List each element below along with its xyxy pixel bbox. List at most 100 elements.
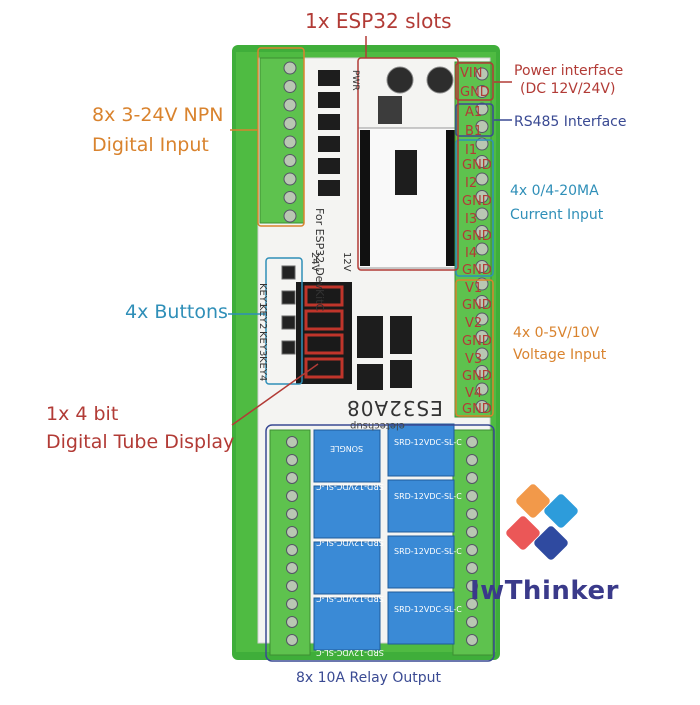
relay <box>313 485 381 539</box>
ic-chip <box>390 316 412 354</box>
terminal-screw <box>283 135 297 149</box>
relay-label-8: SRD-12VDC-SL-C <box>394 605 462 614</box>
terminal-screw <box>475 120 489 133</box>
terminal-screw <box>466 616 478 628</box>
leader-line <box>231 363 319 426</box>
terminal-screw <box>286 454 298 466</box>
terminal-screw <box>475 137 489 151</box>
optocoupler-chip <box>318 92 340 108</box>
brand-logo-petal <box>534 526 568 560</box>
digital-input-highlight <box>257 47 305 227</box>
key4-label: KEY4 <box>257 356 268 382</box>
terminal-current-6: GND <box>462 229 492 244</box>
terminal-current-5: I3 <box>465 212 478 227</box>
current-input-annotation-line1: 4x 0/4-20MA <box>510 183 599 199</box>
terminal-screw <box>475 225 489 238</box>
board-model-label: ES32A08 <box>346 396 443 420</box>
terminal-screw <box>475 400 489 413</box>
relay <box>387 591 455 645</box>
terminal-voltage-7: V4 <box>465 386 483 401</box>
terminal-screw <box>475 382 489 396</box>
current-input-highlight <box>455 139 494 277</box>
terminal-screw <box>475 365 489 378</box>
brand-logo-petal <box>506 516 540 550</box>
terminal-screw <box>475 242 489 256</box>
relay-label-7: SRD-12VDC-SL-C <box>394 547 462 556</box>
display-annotation-line2: Digital Tube Display <box>46 431 235 453</box>
ic-chip <box>357 364 383 390</box>
terminal-current-8: GND <box>462 263 492 278</box>
terminal-screw <box>466 544 478 556</box>
relay <box>387 535 455 589</box>
terminal-screw <box>475 207 489 221</box>
ic-chip <box>357 316 383 358</box>
esp32-slot-annotation: 1x ESP32 slots <box>305 9 452 33</box>
terminal-current-7: I4 <box>465 246 478 261</box>
terminal-voltage-5: V3 <box>465 352 483 367</box>
terminal-screw <box>475 155 489 168</box>
relay-output-annotation: 8x 10A Relay Output <box>296 670 442 686</box>
terminal-screw <box>286 580 298 592</box>
terminal-voltage-2: GND <box>462 298 492 313</box>
terminal-voltage-8: GND <box>462 402 492 417</box>
terminal-screw <box>466 598 478 610</box>
terminal-b1-label: B1 <box>465 124 483 139</box>
relay <box>313 541 381 595</box>
key2-label: KEY2 <box>257 304 268 330</box>
24v-silkscreen: 24V <box>309 252 320 272</box>
digital-input-annotation-line1: 8x 3-24V NPN <box>92 104 224 126</box>
seven-seg-digit <box>304 333 344 355</box>
buttons-annotation: 4x Buttons <box>125 301 228 323</box>
terminal-current-4: GND <box>462 194 492 209</box>
terminal-a1-label: A1 <box>465 105 483 120</box>
terminal-screw <box>286 616 298 628</box>
terminal-screw <box>283 98 297 112</box>
board-maker-label: eletechsup <box>350 420 405 431</box>
seven-seg-digit <box>304 309 344 331</box>
terminal-screw <box>286 562 298 574</box>
terminal-screw <box>475 295 489 308</box>
ic-chip <box>390 360 412 388</box>
input-terminal-strip <box>259 57 305 224</box>
terminal-screw <box>283 117 297 130</box>
digital-input-annotation-line2: Digital Input <box>92 134 209 156</box>
relay-label-6: SRD-12VDC-SL-C <box>394 492 462 501</box>
terminal-current-2: GND <box>462 158 492 173</box>
terminal-screw <box>475 277 489 291</box>
terminal-screw <box>286 544 298 556</box>
brand-logo-petal <box>544 494 578 528</box>
12v-silkscreen: 12V <box>341 252 352 272</box>
voltage-input-annotation-line2: Voltage Input <box>513 347 607 363</box>
terminal-screw <box>475 102 489 116</box>
voltage-input-annotation-line1: 4x 0-5V/10V <box>513 325 600 341</box>
relay-label-2: SRD-12VDC-SL-C <box>316 538 384 547</box>
voltage-input-highlight <box>455 279 494 417</box>
terminal-screw <box>283 154 297 167</box>
power-interface-annotation-line2: (DC 12V/24V) <box>520 81 616 97</box>
terminal-screw <box>286 508 298 520</box>
terminal-screw <box>283 209 297 223</box>
esp32-header-left <box>360 130 370 266</box>
terminal-voltage-6: GND <box>462 369 492 384</box>
tactile-button <box>281 265 296 280</box>
terminal-screw <box>475 85 489 98</box>
terminal-screw <box>475 312 489 326</box>
terminal-screw <box>466 634 478 646</box>
capacitor <box>426 66 454 94</box>
seven-seg-digit <box>304 285 344 307</box>
display-annotation-line1: 1x 4 bit <box>46 403 119 425</box>
terminal-screw <box>283 80 297 93</box>
terminal-screw <box>466 562 478 574</box>
terminal-voltage-1: V1 <box>465 281 483 296</box>
relay-terminal-strip-right <box>452 429 494 656</box>
relay-label-4: SRD-12VDC-SL-C <box>316 648 384 657</box>
rs485-highlight <box>455 103 494 137</box>
capacitor <box>386 66 414 94</box>
terminal-screw <box>466 508 478 520</box>
tactile-button <box>281 290 296 305</box>
key3-label: KEY3 <box>257 331 268 357</box>
seven-seg-digit <box>304 357 344 379</box>
terminal-screw <box>286 490 298 502</box>
terminal-screw <box>286 526 298 538</box>
